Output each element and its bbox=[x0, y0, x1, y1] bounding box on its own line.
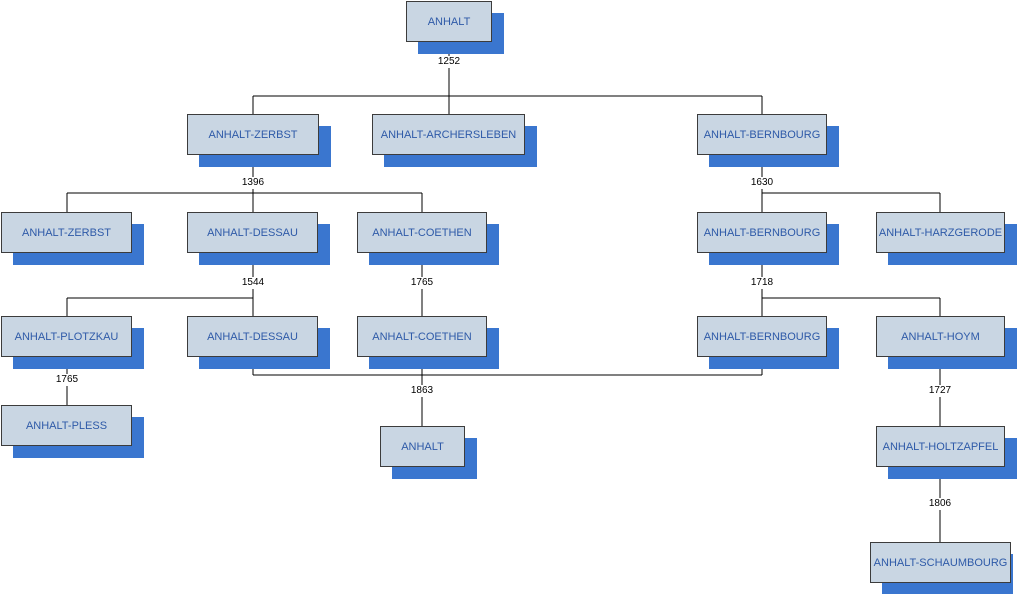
year-label-1727: 1727 bbox=[927, 385, 953, 397]
node-label: ANHALT-ARCHERSLEBEN bbox=[372, 114, 525, 155]
node-label: ANHALT-COETHEN bbox=[357, 316, 487, 357]
year-label-1630: 1630 bbox=[749, 177, 775, 189]
node-label: ANHALT-HARZGERODE bbox=[876, 212, 1005, 253]
node-label: ANHALT bbox=[380, 426, 465, 467]
node-anhalt-dessau-1: ANHALT-DESSAU bbox=[187, 212, 330, 265]
node-anhalt-bernbourg-3: ANHALT-BERNBOURG bbox=[697, 316, 839, 369]
node-label: ANHALT-PLESS bbox=[1, 405, 132, 446]
node-anhalt-holtzapfel: ANHALT-HOLTZAPFEL bbox=[876, 426, 1017, 479]
node-anhalt-zerbst-2: ANHALT-ZERBST bbox=[1, 212, 144, 265]
year-label-1765: 1765 bbox=[54, 374, 80, 386]
year-label-1765: 1765 bbox=[409, 277, 435, 289]
node-label: ANHALT-DESSAU bbox=[187, 316, 318, 357]
node-label: ANHALT-DESSAU bbox=[187, 212, 318, 253]
node-label: ANHALT-COETHEN bbox=[357, 212, 487, 253]
node-label: ANHALT bbox=[406, 1, 492, 42]
node-label: ANHALT-SCHAUMBOURG bbox=[870, 542, 1011, 583]
node-anhalt-root: ANHALT bbox=[406, 1, 504, 54]
year-label-1718: 1718 bbox=[749, 277, 775, 289]
node-anhalt-hoym: ANHALT-HOYM bbox=[876, 316, 1017, 369]
node-label: ANHALT-BERNBOURG bbox=[697, 114, 827, 155]
node-anhalt-bernbourg-2: ANHALT-BERNBOURG bbox=[697, 212, 839, 265]
node-anhalt-unified: ANHALT bbox=[380, 426, 477, 479]
node-anhalt-plotzkau: ANHALT-PLOTZKAU bbox=[1, 316, 144, 369]
node-anhalt-zerbst-1: ANHALT-ZERBST bbox=[187, 114, 331, 167]
node-label: ANHALT-BERNBOURG bbox=[697, 212, 827, 253]
year-label-1252: 1252 bbox=[436, 56, 462, 68]
node-label: ANHALT-BERNBOURG bbox=[697, 316, 827, 357]
node-anhalt-archersleben: ANHALT-ARCHERSLEBEN bbox=[372, 114, 537, 167]
node-label: ANHALT-PLOTZKAU bbox=[1, 316, 132, 357]
node-anhalt-pless: ANHALT-PLESS bbox=[1, 405, 144, 458]
year-label-1806: 1806 bbox=[927, 498, 953, 510]
year-label-1544: 1544 bbox=[240, 277, 266, 289]
node-label: ANHALT-HOLTZAPFEL bbox=[876, 426, 1005, 467]
year-label-1396: 1396 bbox=[240, 177, 266, 189]
year-label-1863: 1863 bbox=[409, 385, 435, 397]
node-label: ANHALT-ZERBST bbox=[187, 114, 319, 155]
node-anhalt-harzgerode: ANHALT-HARZGERODE bbox=[876, 212, 1017, 265]
node-anhalt-dessau-2: ANHALT-DESSAU bbox=[187, 316, 330, 369]
node-label: ANHALT-ZERBST bbox=[1, 212, 132, 253]
node-anhalt-schaumbourg: ANHALT-SCHAUMBOURG bbox=[870, 542, 1013, 594]
node-label: ANHALT-HOYM bbox=[876, 316, 1005, 357]
node-anhalt-bernbourg-1: ANHALT-BERNBOURG bbox=[697, 114, 839, 167]
node-anhalt-coethen-2: ANHALT-COETHEN bbox=[357, 316, 499, 369]
node-anhalt-coethen-1: ANHALT-COETHEN bbox=[357, 212, 499, 265]
